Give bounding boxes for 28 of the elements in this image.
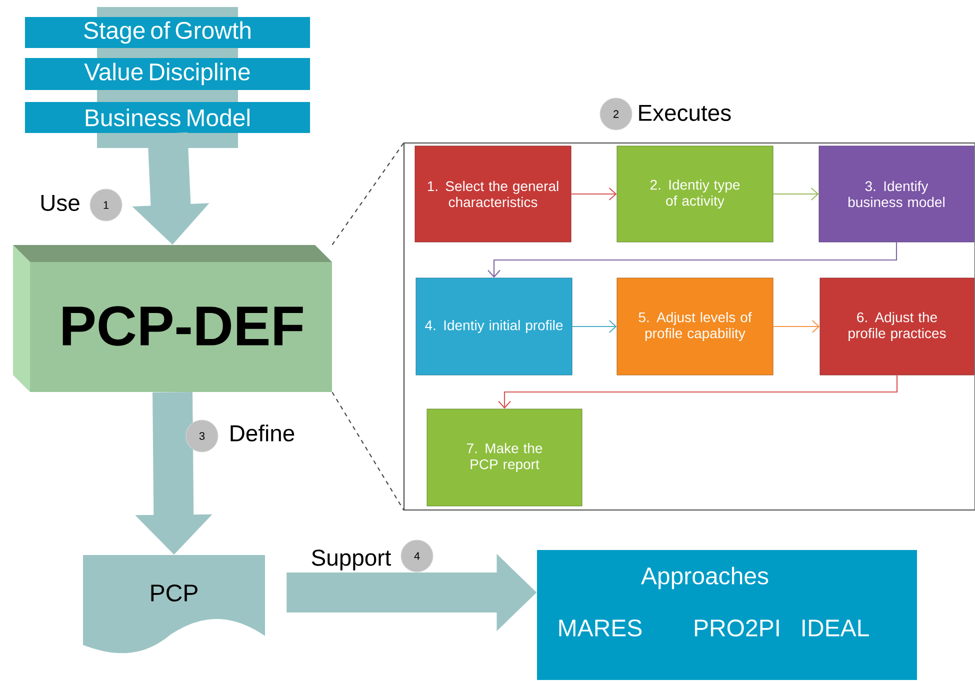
arrow <box>773 320 820 333</box>
step-box: 1. Select the general characteristics <box>414 146 572 242</box>
approaches-box: Approaches MARES PRO2PI IDEAL <box>537 550 917 680</box>
step-box: 7. Make the PCP report <box>426 408 582 506</box>
step-box: 3. Identify business model <box>818 146 974 242</box>
arrow <box>498 375 898 409</box>
bar: Stage of Growth <box>24 17 310 48</box>
bar: Value Discipline <box>24 58 310 90</box>
bar: Business Model <box>24 102 310 133</box>
callout-number: 1 <box>90 188 122 222</box>
arrow <box>488 242 898 278</box>
arrow <box>773 188 819 200</box>
callout-number: 3 <box>186 420 218 452</box>
node-label: Executes <box>639 104 731 122</box>
edge-label: Use <box>41 194 80 211</box>
edge-label: Define <box>230 424 294 442</box>
dashed-line <box>332 142 404 246</box>
cube: PCP-DEF <box>13 245 332 392</box>
arrow <box>571 188 617 200</box>
dashed-line <box>332 392 404 510</box>
step-box: 4. Identiy initial profile <box>416 278 572 376</box>
callout-number: 4 <box>400 540 434 572</box>
step-box: 2. Identiy type of activity <box>616 146 774 242</box>
step-box: 5. Adjust levels of profile capability <box>616 278 774 376</box>
edge-label: Support <box>312 550 391 570</box>
callout-number: 2 <box>600 98 632 130</box>
step-box: 6. Adjust the profile practices <box>820 278 974 376</box>
arrow <box>572 320 617 333</box>
